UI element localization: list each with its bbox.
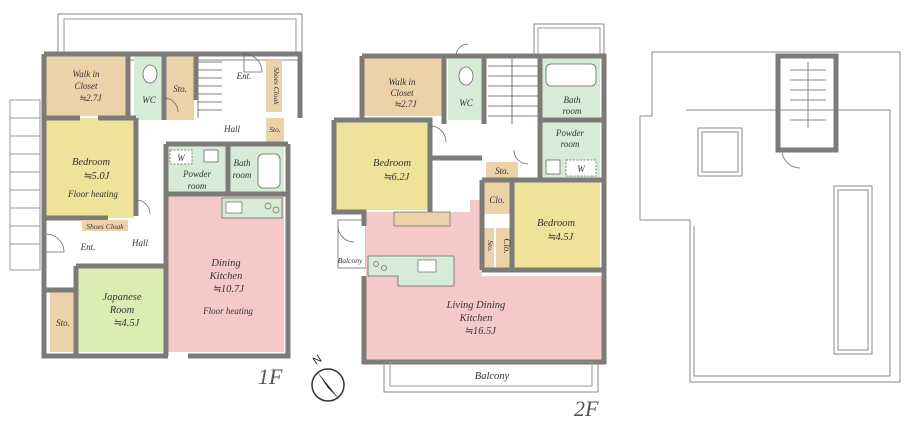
walls-2f: [331, 53, 607, 365]
label-1f-ent-bottom: Ent.: [80, 242, 96, 252]
label-1f-powder-room: Powder: [182, 169, 211, 179]
room-1f-storage-top: [166, 56, 194, 120]
label-1f-sto-top: Sto.: [173, 84, 187, 94]
label-1f-bedroom: Bedroom: [72, 157, 111, 168]
label-1f-shoes-cloak-v: Shoes Cloak: [272, 67, 281, 105]
label-2f-bedroom-left: Bedroom: [373, 158, 412, 169]
svg-text:Floor heating: Floor heating: [202, 306, 253, 316]
label-1f-bath-room: Bath: [234, 158, 251, 168]
label-1f-hall-top: Hall: [223, 124, 241, 134]
label-2f-bath-room: Bath: [564, 95, 581, 105]
label-2f-powder-room: Powder: [555, 128, 584, 138]
room-2f-bedroom-left: [336, 122, 430, 210]
svg-text:≒6.2J: ≒6.2J: [383, 172, 411, 183]
room-2f-ldk: [366, 276, 602, 360]
room-1f-walk-in-closet: [46, 56, 126, 116]
room-1f-japanese-room: [78, 268, 166, 352]
stairs-1f: [197, 58, 222, 118]
svg-text:Kitchen: Kitchen: [459, 313, 493, 324]
deck-1f-left: [9, 99, 41, 271]
room-1f-bedroom: [46, 118, 134, 218]
label-2f-walk-in-closet: Walk in: [389, 77, 416, 87]
roof-stair-tower: [775, 53, 839, 169]
room-1f-storage-bottom: [50, 292, 76, 352]
bathtub-1f: [257, 153, 281, 189]
label-2f-sto-vertical: Sto.: [486, 240, 495, 252]
svg-text:N: N: [311, 353, 324, 367]
label-2f-balcony: Balcony: [475, 371, 510, 382]
floor-roof: [639, 51, 901, 383]
label-1f-shoes-cloak: Shoes Cloak: [86, 222, 124, 231]
label-1f-japanese-room: Japanese: [102, 292, 141, 303]
label-2f-sto: Sto.: [495, 166, 509, 176]
label-1f-ent-top: Ent.: [236, 71, 252, 81]
svg-text:≒5.0J: ≒5.0J: [83, 171, 111, 182]
svg-text:room: room: [188, 181, 207, 191]
label-1f-dining-kitchen: Dining: [210, 258, 240, 269]
label-floor-1f: 1F: [258, 364, 283, 389]
svg-text:≒4.5J: ≒4.5J: [547, 232, 575, 243]
svg-text:≒16.5J: ≒16.5J: [464, 326, 497, 337]
doors-2f: [337, 43, 529, 243]
svg-text:room: room: [563, 106, 582, 116]
svg-text:room: room: [561, 139, 580, 149]
label-2f-wc: WC: [459, 98, 473, 108]
svg-text:≒2.7J: ≒2.7J: [394, 99, 418, 109]
svg-text:Kitchen: Kitchen: [209, 271, 243, 282]
svg-text:Closet: Closet: [390, 88, 414, 98]
room-1f-dining-kitchen: [168, 196, 284, 352]
stairs-2f: [488, 58, 540, 124]
svg-text:≒4.5J: ≒4.5J: [113, 318, 141, 329]
floor-2f: Walk in Closet ≒2.7J WC Bath room Powder…: [331, 23, 607, 421]
label-2f-ldk: Living Dining: [446, 300, 506, 311]
room-2f-bedroom-right: [514, 182, 600, 268]
svg-text:≒10.7J: ≒10.7J: [212, 284, 245, 295]
svg-text:≒2.7J: ≒2.7J: [79, 93, 103, 103]
label-floor-2f: 2F: [574, 396, 599, 421]
label-2f-clo-top: Clo.: [489, 195, 504, 205]
svg-text:Closet: Closet: [74, 81, 98, 91]
svg-text:Room: Room: [109, 305, 135, 316]
svg-text:Floor heating: Floor heating: [67, 189, 118, 199]
walls-1f: [41, 51, 303, 359]
compass-icon: N: [311, 353, 345, 402]
label-1f-sto-bottom: Sto.: [56, 318, 70, 328]
room-2f-walk-in-closet: [364, 58, 442, 116]
doors-1f: [45, 53, 263, 253]
label-2f-clo-vertical: Clo.: [502, 238, 512, 253]
label-2f-bedroom-right: Bedroom: [537, 218, 576, 229]
label-1f-sto-small: Sto.: [269, 125, 281, 134]
label-1f-washer: W: [177, 153, 186, 163]
svg-text:room: room: [233, 170, 252, 180]
label-2f-balcony-small: Balcony: [338, 256, 363, 265]
floor-1f: Walk in Closet ≒2.7J WC Sto. Ent. Shoes …: [9, 13, 303, 389]
label-1f-walk-in-closet: Walk in: [73, 69, 100, 79]
label-1f-wc: WC: [142, 95, 156, 105]
label-1f-hall-bottom: Hall: [131, 238, 149, 248]
label-2f-washer: W: [577, 164, 586, 174]
toilet-1f: [142, 64, 158, 84]
balcony-2f-top: [533, 23, 605, 59]
